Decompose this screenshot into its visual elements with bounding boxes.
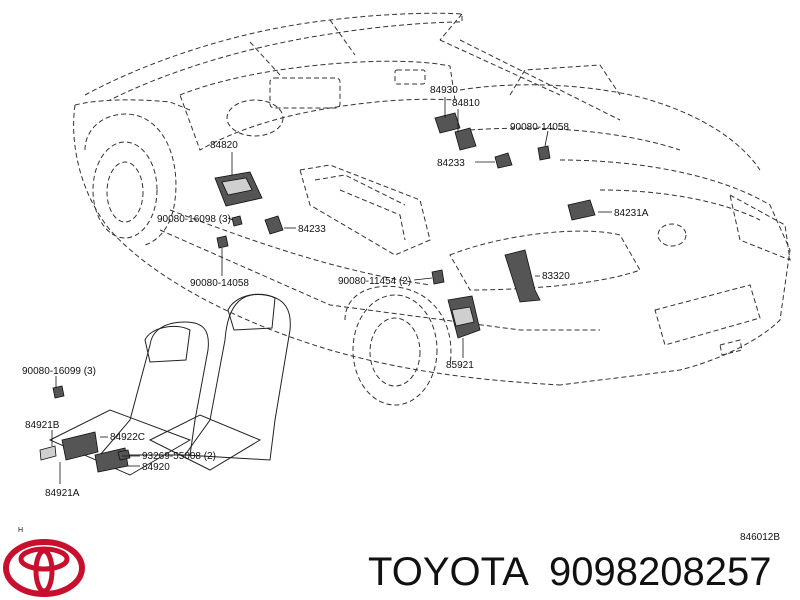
callout-84233-top: 84233: [437, 158, 465, 169]
callout-84930: 84930: [430, 85, 458, 96]
callout-84921b: 84921B: [25, 420, 60, 431]
callout-84233-mid: 84233: [298, 224, 326, 235]
diagram-ref-code: 846012B: [740, 532, 780, 543]
callout-83320: 83320: [542, 271, 570, 282]
callout-84820: 84820: [210, 140, 238, 151]
toyota-logo-icon: [3, 539, 85, 597]
callout-84921a: 84921A: [45, 488, 80, 499]
brand-name: TOYOTA: [368, 550, 529, 594]
seat-assembly: [48, 293, 291, 476]
callout-90080-11454: 90080-11454 (2): [338, 276, 411, 287]
callout-84231a: 84231A: [614, 208, 649, 219]
callout-90080-16099: 90080-16099 (3): [22, 366, 96, 377]
part-number: 9098208257: [549, 550, 771, 594]
callout-84810: 84810: [452, 98, 480, 109]
part-shapes: [39, 112, 596, 473]
callout-labels: 84930 84810 90080-14058 84233 84820 9008…: [18, 85, 780, 543]
corner-mark: H: [18, 527, 23, 534]
callout-90080-14058-mid: 90080-14058: [190, 278, 249, 289]
callout-84922c: 84922C: [110, 432, 145, 443]
callout-93269-55008: 93269-55008 (2): [142, 451, 216, 462]
car-outline: [73, 12, 791, 406]
callout-90080-16098: 90080-16098 (3): [157, 214, 231, 225]
callout-84920: 84920: [142, 462, 170, 473]
leader-lines: [51, 97, 612, 484]
callout-85921: 85921: [446, 360, 474, 371]
callout-90080-14058-top: 90080-14058: [510, 122, 569, 133]
